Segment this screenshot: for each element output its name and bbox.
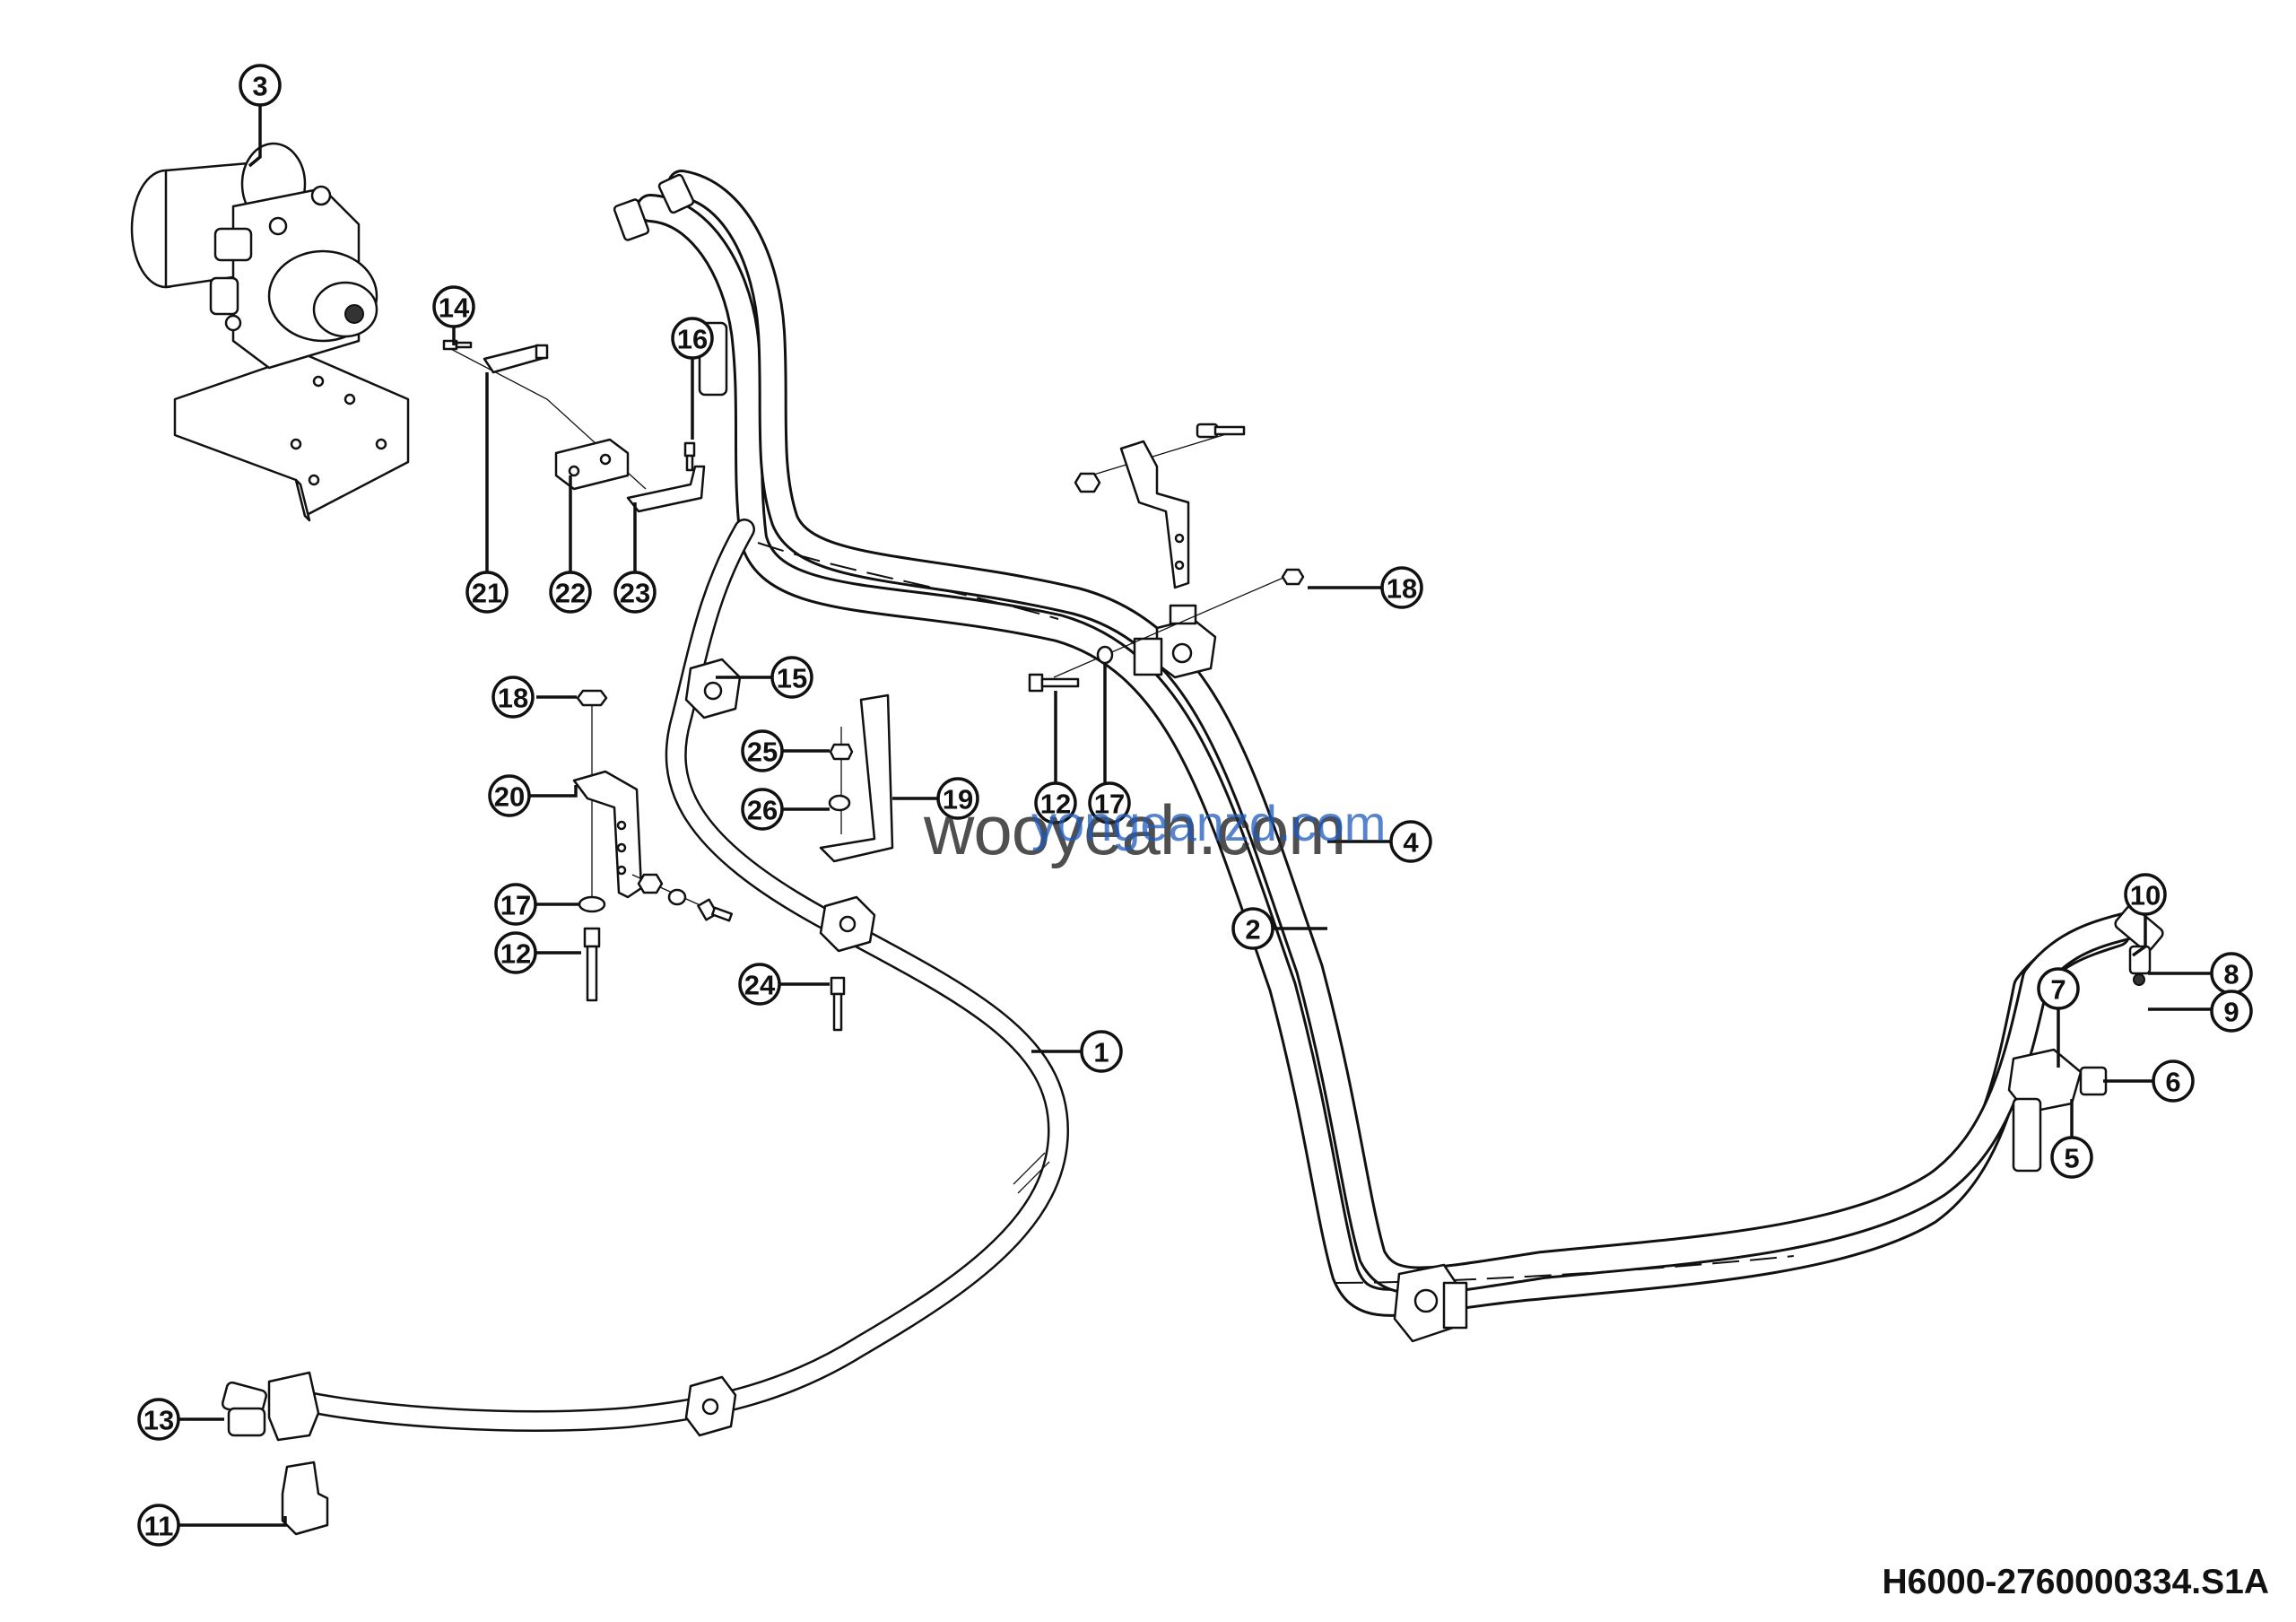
callout-22: 22 <box>549 571 592 614</box>
hose-1 <box>221 519 1069 1536</box>
watermark-text: wooyeah.com <box>924 790 1346 869</box>
callout-18-right: 18 <box>1380 566 1423 609</box>
svg-text:26: 26 <box>747 795 778 826</box>
svg-text:24: 24 <box>744 970 776 1001</box>
drawing-code-label: H6000-2760000334.S1A <box>1882 1563 2269 1601</box>
svg-text:13: 13 <box>144 1405 174 1436</box>
callout-16: 16 <box>671 317 714 360</box>
callout-7: 7 <box>2037 967 2080 1010</box>
callout-leaders <box>179 106 2211 1527</box>
bracket-19-hardware <box>819 693 894 1032</box>
callout-12-left: 12 <box>494 931 537 974</box>
svg-text:3: 3 <box>252 71 267 102</box>
bracket-upper-hardware <box>1028 423 1305 693</box>
svg-text:15: 15 <box>777 663 807 694</box>
svg-text:10: 10 <box>2130 880 2161 911</box>
svg-text:19: 19 <box>943 784 973 815</box>
callout-19: 19 <box>936 777 979 820</box>
callout-25: 25 <box>741 729 784 772</box>
callout-26: 26 <box>741 788 784 831</box>
callout-9: 9 <box>2210 990 2253 1033</box>
hose-clamp-bottom <box>684 1375 737 1437</box>
callout-17-left: 17 <box>494 883 537 926</box>
callout-24: 24 <box>738 963 781 1006</box>
callout-12-middle: 12 <box>1034 781 1077 824</box>
svg-text:8: 8 <box>2223 959 2239 990</box>
svg-text:6: 6 <box>2165 1067 2180 1098</box>
pump-motor-assembly <box>130 142 410 522</box>
svg-text:20: 20 <box>494 781 525 813</box>
callout-2: 2 <box>1231 907 1274 950</box>
callout-18-left: 18 <box>491 676 535 719</box>
callout-17-middle: 17 <box>1088 781 1131 824</box>
svg-text:21: 21 <box>472 578 502 609</box>
left-end-fittings <box>221 1371 329 1536</box>
callout-8: 8 <box>2210 952 2253 995</box>
svg-text:14: 14 <box>439 292 470 324</box>
svg-text:4: 4 <box>1403 827 1419 859</box>
callout-15: 15 <box>770 656 813 699</box>
svg-text:5: 5 <box>2064 1143 2079 1174</box>
svg-text:16: 16 <box>677 324 708 355</box>
watermark-text-secondary: yongeanzd.com <box>1031 795 1387 851</box>
callout-14: 14 <box>432 285 475 328</box>
hose-clamp-24 <box>819 895 876 953</box>
svg-text:25: 25 <box>747 737 778 768</box>
svg-text:9: 9 <box>2223 997 2239 1028</box>
svg-text:22: 22 <box>555 578 586 609</box>
callout-13: 13 <box>137 1398 180 1441</box>
svg-text:17: 17 <box>1094 789 1125 820</box>
callout-6: 6 <box>2152 1060 2195 1103</box>
callout-23: 23 <box>613 571 657 614</box>
svg-text:12: 12 <box>1040 789 1071 820</box>
svg-text:12: 12 <box>500 938 531 970</box>
hose-clamp-lower <box>1393 1263 1468 1343</box>
callout-5: 5 <box>2050 1136 2093 1179</box>
callout-1: 1 <box>1080 1030 1123 1073</box>
svg-text:1: 1 <box>1093 1037 1109 1068</box>
hose-clamp-15 <box>684 658 742 719</box>
svg-text:11: 11 <box>144 1511 174 1542</box>
svg-text:23: 23 <box>620 578 650 609</box>
callout-21: 21 <box>465 571 509 614</box>
svg-text:2: 2 <box>1245 914 1260 946</box>
sensor-bracket-hardware <box>442 339 706 513</box>
callout-3: 3 <box>239 64 282 107</box>
callout-20: 20 <box>488 774 531 817</box>
hose-bundle-upper <box>613 170 2164 1343</box>
callout-4: 4 <box>1389 820 1432 863</box>
bracket-20-hardware <box>572 689 734 1002</box>
svg-text:18: 18 <box>1387 573 1417 605</box>
svg-text:18: 18 <box>498 683 528 714</box>
callout-11: 11 <box>137 1504 180 1547</box>
callout-10: 10 <box>2124 873 2167 916</box>
hose-clamp-upper <box>1133 604 1217 679</box>
right-end-fittings <box>2007 904 2164 1173</box>
svg-text:7: 7 <box>2050 974 2066 1006</box>
svg-text:17: 17 <box>500 890 531 921</box>
